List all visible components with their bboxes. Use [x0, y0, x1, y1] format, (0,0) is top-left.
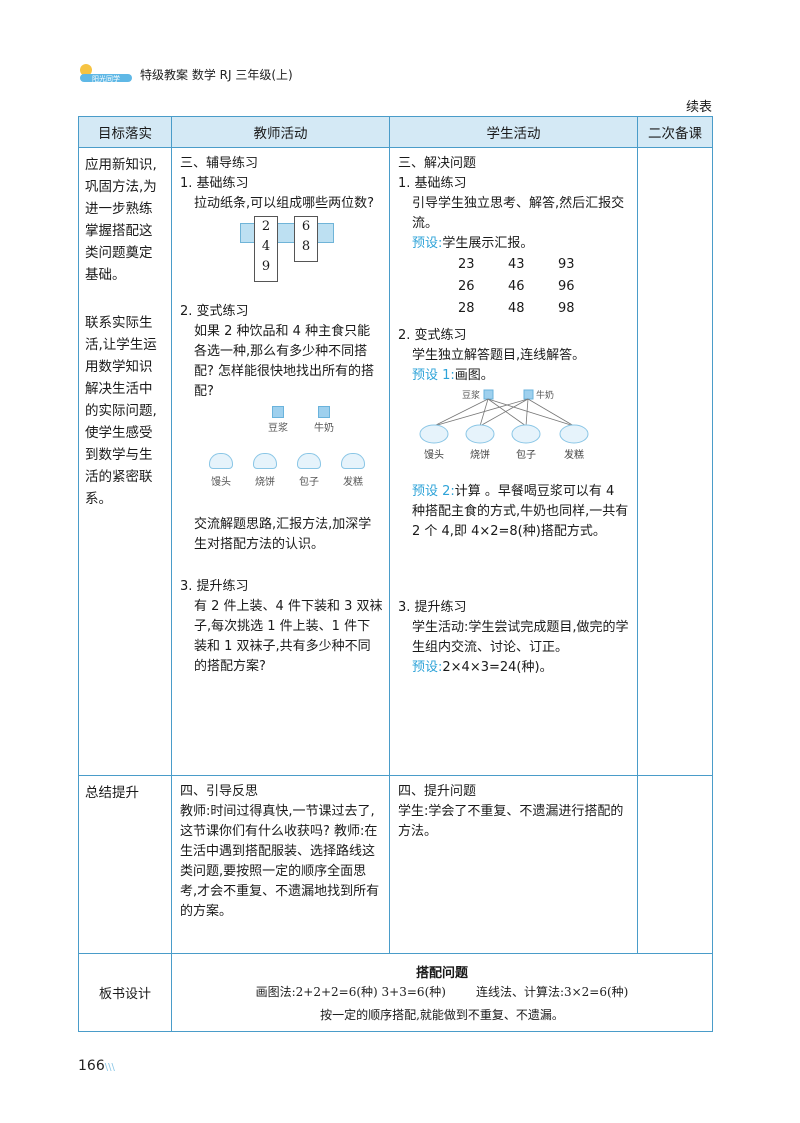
bun-icon: [511, 424, 541, 444]
student-s2-heading: 2. 变式练习: [398, 328, 467, 343]
teacher-t2-text: 如果 2 种饮品和 4 种主食只能各选一种,那么有多少种不同搭配? 怎样能很快地…: [194, 324, 375, 399]
svg-text:阳光同学: 阳光同学: [92, 74, 120, 83]
food-item: 馒头: [206, 453, 236, 493]
number-cell: 93: [558, 257, 575, 272]
student-s2-hint1-text: 画图。: [454, 368, 494, 383]
number-cell: 43: [508, 257, 525, 272]
table-row: 板书设计 搭配问题 画图法:2+2+2=6(种) 3+3=6(种) 连线法、计算…: [78, 953, 713, 1032]
summary-goal: 总结提升: [85, 785, 139, 801]
continued-label: 续表: [685, 100, 712, 115]
number-cell: 96: [558, 279, 575, 294]
bun-icon: [297, 453, 321, 469]
number-cell: 26: [458, 279, 475, 294]
reflection-text: 教师:时间过得真快,一节课过去了,这节课你们有什么收获吗? 教师:在生活中遇到搭…: [180, 804, 380, 919]
student-s3-heading: 3. 提升练习: [398, 600, 467, 615]
page-number: 166\\\: [78, 1058, 115, 1074]
board-title: 搭配问题: [415, 966, 468, 981]
student-s2-hint2-text: 计算 。早餐喝豆浆可以有 4 种搭配主食的方式,牛奶也同样,一共有 2 个 4,…: [412, 484, 629, 539]
header-goal: 目标落实: [78, 116, 172, 148]
student-s2-text: 学生独立解答题目,连线解答。: [412, 348, 586, 363]
header-teacher: 教师活动: [171, 116, 390, 148]
goal-text-a: 应用新知识,巩固方法,为进一步熟练掌握搭配这类问题奠定基础。: [85, 157, 157, 283]
diagram-drink-label: 豆浆: [462, 389, 480, 401]
number-cell: 48: [508, 301, 525, 316]
cup-icon: [523, 389, 534, 400]
student-s1-text: 引导学生独立思考、解答,然后汇报交流。: [412, 196, 625, 231]
lesson-table: 目标落实 教师活动 学生活动 二次备课 应用新知识,巩固方法,为进一步熟练掌握搭…: [78, 116, 713, 1032]
student-s3-formula: 2×4×3=24(种)。: [442, 660, 553, 675]
bun-icon: [559, 424, 589, 444]
bun-icon: [341, 453, 365, 469]
strip-left: 2 4 9: [254, 216, 278, 282]
board-method-a: 画图法:2+2+2=6(种) 3+3=6(种): [255, 985, 446, 999]
number-grid: 23 43 93 26 46 96 28 48 98: [458, 254, 631, 320]
cup-icon: [483, 389, 494, 400]
diagram-food-label: 馒头: [424, 449, 444, 461]
book-info: 特级教案 数学 RJ 三年级(上): [140, 68, 293, 82]
teacher-section-title: 三、辅导练习: [180, 156, 259, 171]
drink-item: 牛奶: [314, 406, 334, 439]
teacher-t1-heading: 1. 基础练习: [180, 176, 249, 191]
board-conclusion: 按一定的顺序搭配,就能做到不重复、不遗漏。: [320, 1008, 564, 1022]
notes-cell: [637, 775, 713, 954]
cup-icon: [318, 406, 330, 418]
drink-row: 豆浆 牛奶: [268, 406, 383, 439]
connection-lines: 豆浆 牛奶 馒头 烧饼 包子 发糕: [419, 389, 589, 461]
diagram-drink-label: 牛奶: [536, 389, 554, 401]
header-notes: 二次备课: [637, 116, 713, 148]
number-cell: 98: [558, 301, 575, 316]
paper-strips-figure: 2 4 9 6 8: [240, 216, 383, 296]
number-cell: 23: [458, 257, 475, 272]
student-s1-hint-text: 学生展示汇报。: [442, 236, 534, 251]
improve-text: 学生:学会了不重复、不遗漏进行搭配的方法。: [398, 804, 624, 839]
notes-cell: [637, 147, 713, 776]
student-s3-text: 学生活动:学生尝试完成题目,做完的学生组内交流、讨论、订正。: [412, 620, 629, 655]
logo-icon: 阳光同学: [80, 64, 132, 83]
student-section-title: 三、解决问题: [398, 156, 477, 171]
bun-icon: [253, 453, 277, 469]
bun-icon: [419, 424, 449, 444]
student-s2-hint2: 预设 2:: [412, 484, 455, 499]
teacher-t3-text: 有 2 件上装、4 件下装和 3 双袜子,每次挑选 1 件上装、1 件下装和 1…: [194, 599, 383, 674]
improve-title: 四、提升问题: [398, 784, 477, 799]
table-row: 总结提升 四、引导反思 教师:时间过得真快,一节课过去了,这节课你们有什么收获吗…: [78, 775, 713, 954]
teacher-t2-heading: 2. 变式练习: [180, 304, 249, 319]
student-s3-hint: 预设:: [412, 660, 443, 675]
bun-icon: [465, 424, 495, 444]
table-header-row: 目标落实 教师活动 学生活动 二次备课: [78, 116, 713, 148]
cup-icon: [272, 406, 284, 418]
number-cell: 28: [458, 301, 475, 316]
diagram-food-label: 烧饼: [470, 448, 490, 461]
student-s1-heading: 1. 基础练习: [398, 176, 467, 191]
drink-item: 豆浆: [268, 406, 288, 439]
student-s2-hint1: 预设 1:: [412, 368, 455, 383]
food-item: 发糕: [338, 453, 368, 493]
strip-right: 6 8: [294, 216, 318, 262]
student-s1-hint: 预设:: [412, 236, 443, 251]
connection-diagram: 豆浆 牛奶 馒头 烧饼 包子 发糕: [398, 388, 631, 468]
food-row: 馒头 烧饼 包子 发糕: [206, 453, 383, 493]
bun-icon: [209, 453, 233, 469]
number-cell: 46: [508, 279, 525, 294]
food-item: 包子: [294, 453, 324, 493]
diagram-food-label: 发糕: [564, 448, 584, 461]
page-mark-icon: \\\: [104, 1062, 115, 1073]
table-row: 应用新知识,巩固方法,为进一步熟练掌握搭配这类问题奠定基础。 联系实际生活,让学…: [78, 147, 713, 776]
teacher-t2-after: 交流解题思路,汇报方法,加深学生对搭配方法的认识。: [194, 517, 372, 552]
food-item: 烧饼: [250, 453, 280, 493]
reflection-title: 四、引导反思: [180, 784, 259, 799]
teacher-t3-heading: 3. 提升练习: [180, 579, 249, 594]
diagram-food-label: 包子: [516, 448, 536, 461]
header-student: 学生活动: [389, 116, 638, 148]
teacher-t1-text: 拉动纸条,可以组成哪些两位数?: [194, 196, 375, 211]
board-design: 搭配问题 画图法:2+2+2=6(种) 3+3=6(种) 连线法、计算法:3×2…: [172, 958, 712, 1027]
board-method-b: 连线法、计算法:3×2=6(种): [475, 985, 629, 999]
goal-text-b: 联系实际生活,让学生运用数学知识解决生活中的实际问题,使学生感受到数学与生活的紧…: [85, 315, 157, 507]
board-design-label: 板书设计: [98, 987, 151, 1002]
